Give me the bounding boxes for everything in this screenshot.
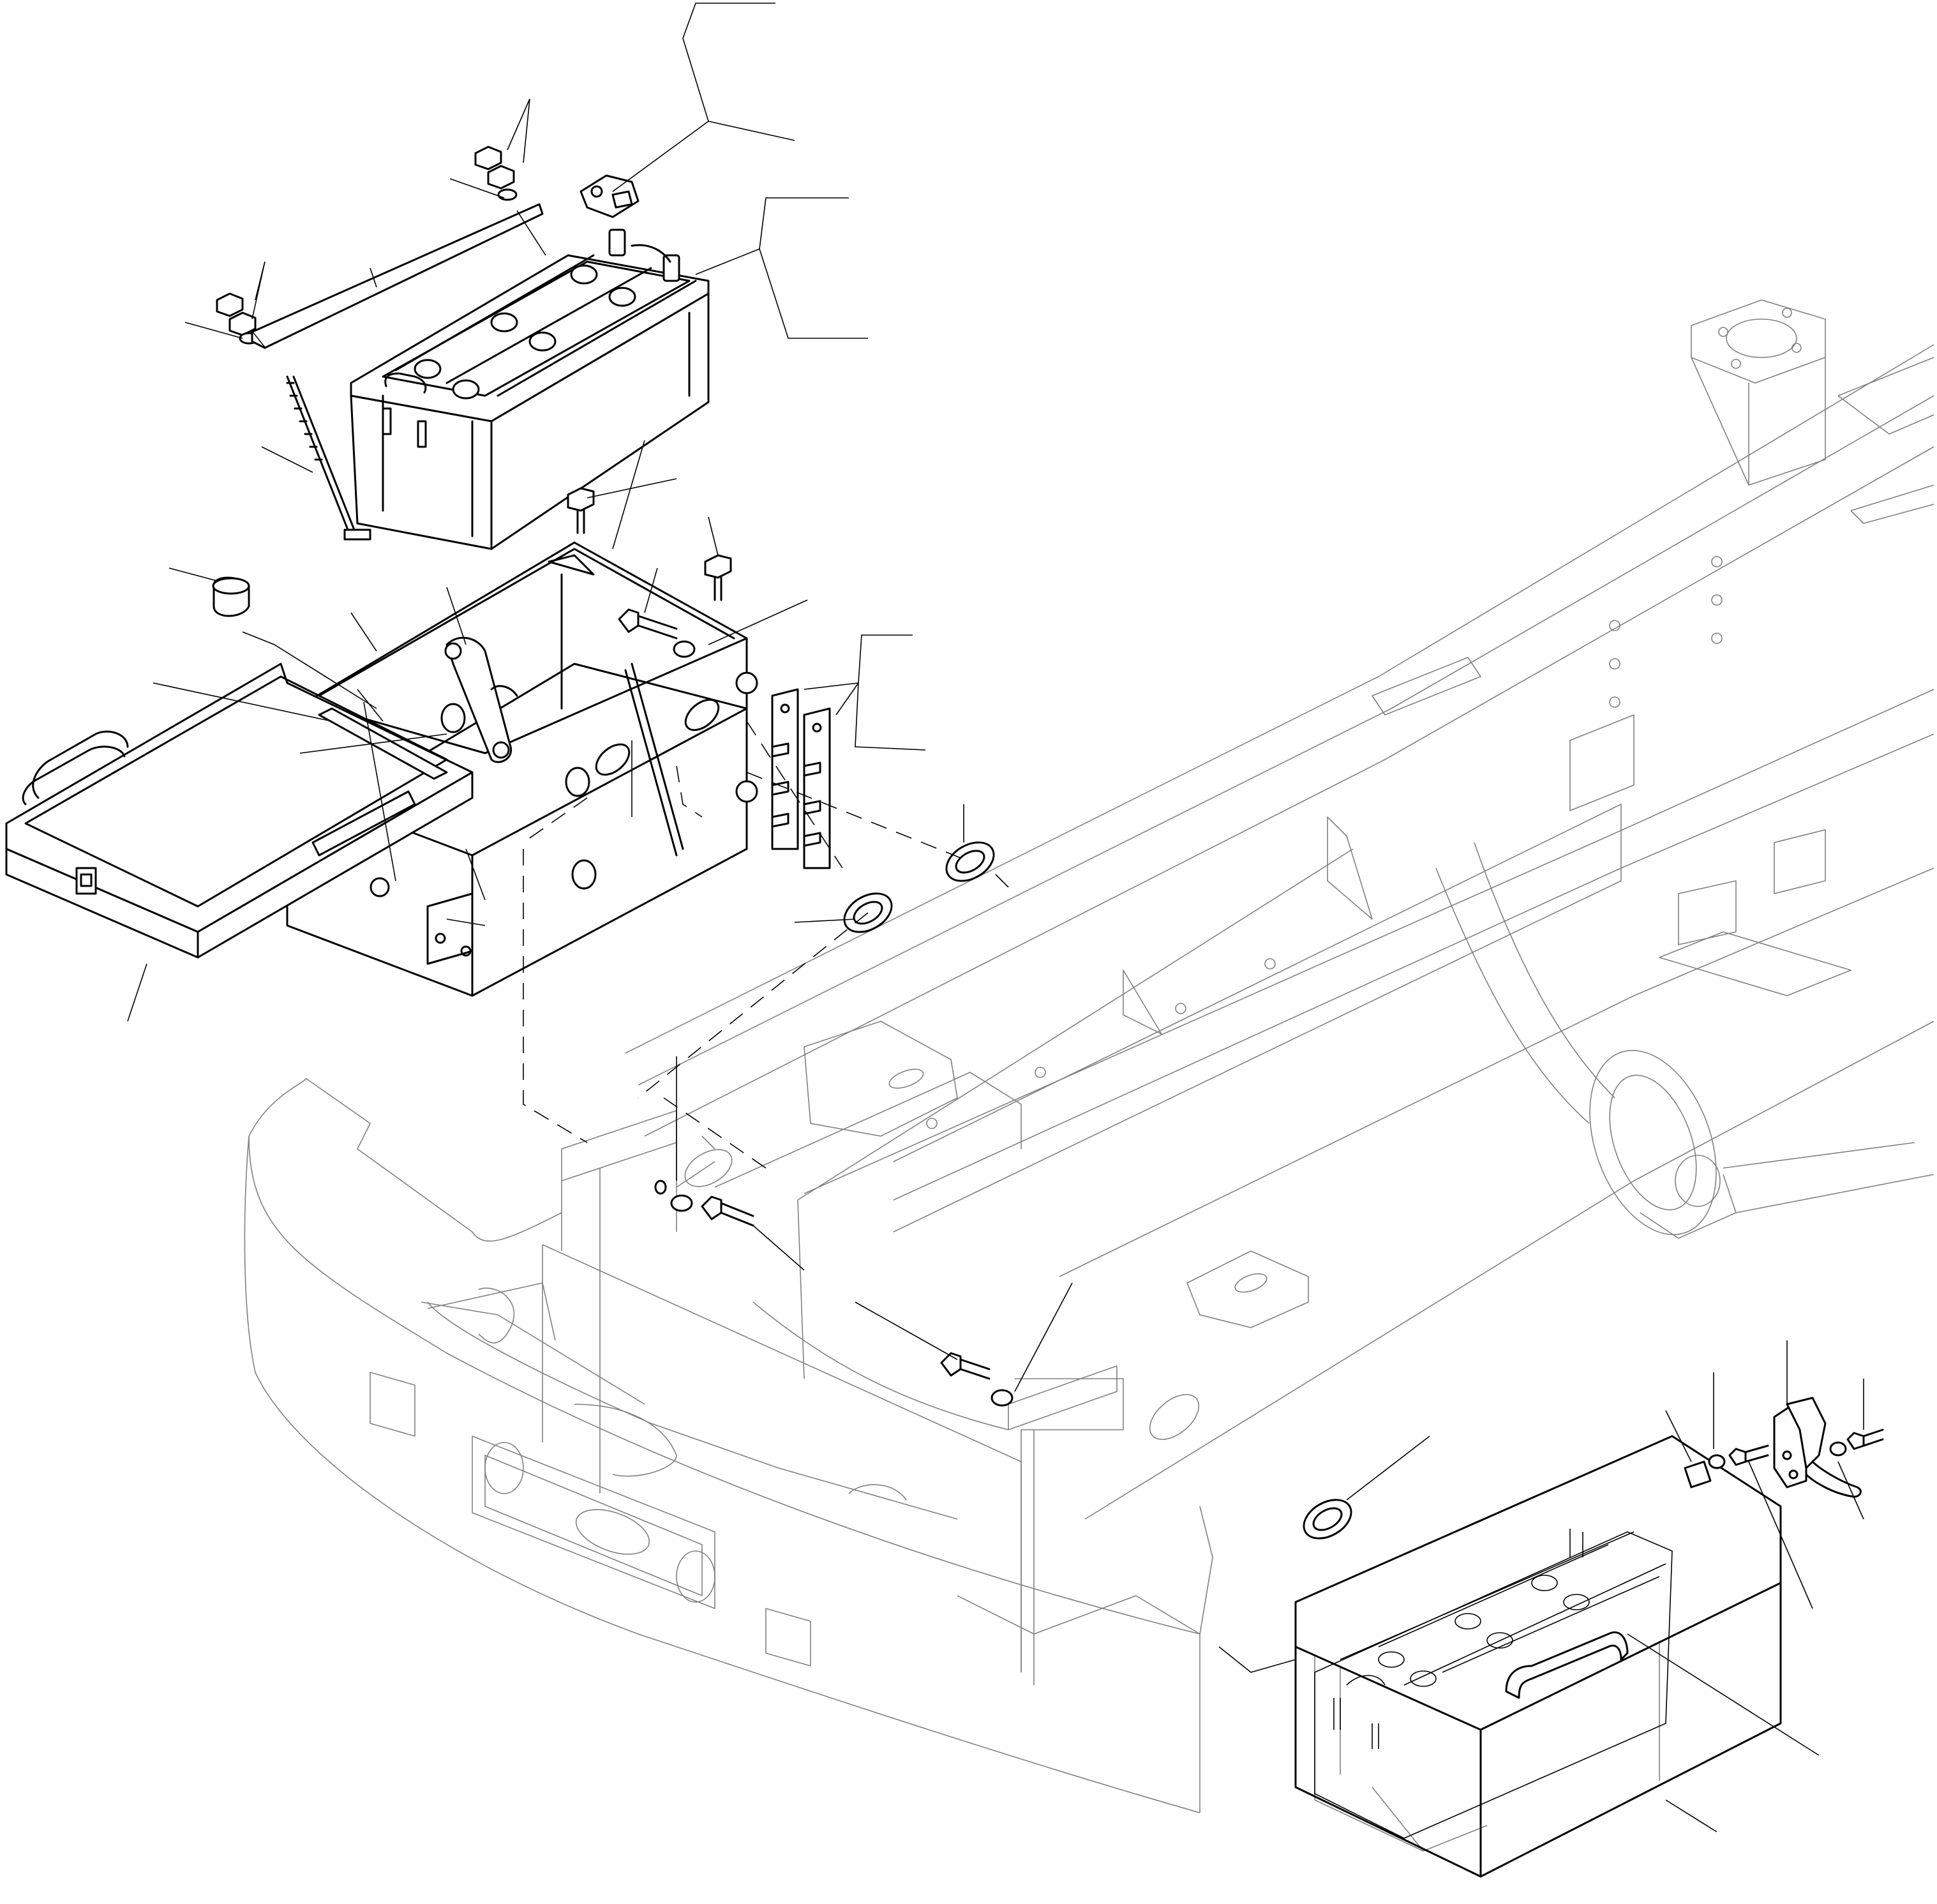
chassis-post	[1691, 299, 1826, 384]
battery-top	[350, 229, 710, 550]
tray-drawer	[5, 576, 474, 959]
bolts-lower	[618, 608, 1013, 1407]
side-brackets	[771, 688, 831, 869]
counterweight	[244, 1078, 1200, 1813]
latch-hardware	[1684, 1397, 1884, 1498]
hold-down-bar	[251, 203, 544, 541]
nuts-washers-top	[216, 146, 518, 345]
assembly-dashes	[523, 721, 971, 1169]
terminal-clamp	[580, 174, 639, 218]
leader-lines	[127, 3, 1864, 1833]
battery-box-closed	[1294, 1435, 1782, 1878]
